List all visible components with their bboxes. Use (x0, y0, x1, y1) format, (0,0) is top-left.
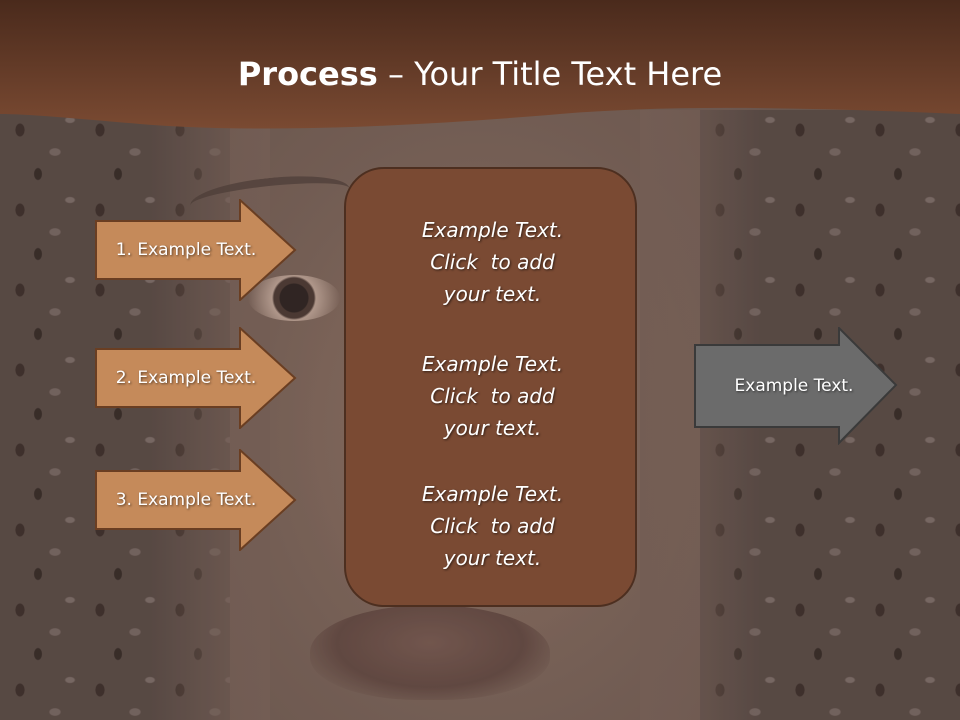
arrow-shape (95, 327, 297, 429)
output-arrow[interactable]: Example Text. (694, 327, 898, 445)
output-label: Example Text. (734, 376, 854, 396)
paragraph-line: Click to add (430, 250, 555, 274)
arrow-shape (95, 449, 297, 551)
title-band: Process – Your Title Text Here (0, 0, 960, 140)
paragraph-line: your text. (443, 546, 542, 570)
step-label: 3. Example Text. (115, 490, 257, 510)
face-lips-image (310, 605, 550, 700)
paragraph-line: Click to add (430, 384, 555, 408)
center-paragraph-2[interactable]: Example Text. Click to add your text. (346, 348, 639, 444)
paragraph-line: Example Text. (421, 482, 564, 506)
center-text-box[interactable]: Example Text. Click to add your text. Ex… (344, 167, 637, 607)
paragraph-line: Click to add (430, 514, 555, 538)
paragraph-line: Example Text. (421, 352, 564, 376)
title-bold-part: Process (237, 55, 378, 93)
title-rest-part: – Your Title Text Here (377, 55, 723, 93)
paragraph-line: your text. (443, 282, 542, 306)
paragraph-line: your text. (443, 416, 542, 440)
title-band-shape (0, 0, 960, 129)
face-eye-image (248, 275, 340, 321)
slide-title[interactable]: Process – Your Title Text Here (0, 52, 960, 96)
output-arrow-shape (694, 327, 898, 445)
paragraph-line: Example Text. (421, 218, 564, 242)
step-label: 2. Example Text. (115, 368, 257, 388)
step-arrow-3[interactable]: 3. Example Text. (95, 449, 297, 551)
arrow-shape (95, 199, 297, 301)
step-label: 1. Example Text. (115, 240, 257, 260)
center-paragraph-1[interactable]: Example Text. Click to add your text. (346, 214, 639, 310)
step-arrow-2[interactable]: 2. Example Text. (95, 327, 297, 429)
center-paragraph-3[interactable]: Example Text. Click to add your text. (346, 478, 639, 574)
step-arrow-1[interactable]: 1. Example Text. (95, 199, 297, 301)
